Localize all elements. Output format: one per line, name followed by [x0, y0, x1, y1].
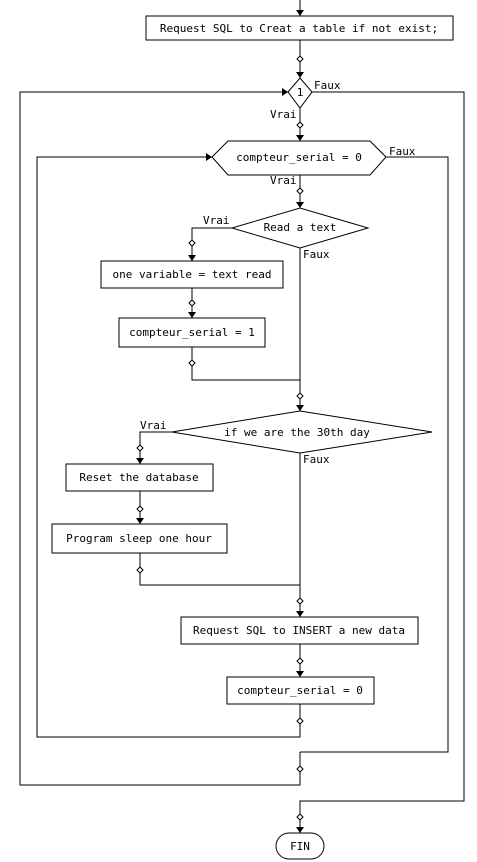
- node-label: compteur_serial = 0: [237, 684, 363, 697]
- arrowhead: [188, 255, 196, 261]
- node-compteur-one: compteur_serial = 1: [118, 317, 266, 348]
- connector-loop-faux-exit: [299, 91, 465, 833]
- arrowhead: [296, 611, 304, 617]
- node-label: Request SQL to Creat a table if not exis…: [160, 22, 438, 35]
- node-label: Reset the database: [79, 471, 198, 484]
- junction-dot: [296, 657, 304, 665]
- arrowhead: [296, 202, 304, 208]
- node-label: FIN: [290, 840, 310, 853]
- arrowhead: [136, 518, 144, 524]
- branch-label-faux: Faux: [303, 453, 330, 466]
- arrowhead: [188, 312, 196, 318]
- node-sleep-hour: Program sleep one hour: [51, 523, 228, 554]
- terminal-pill: [275, 832, 325, 860]
- branch-labels: Faux Vrai Faux Vrai Vrai Faux Vrai Faux: [140, 79, 416, 466]
- connector-sleep-merge: [139, 553, 300, 586]
- junction-dot: [136, 505, 144, 513]
- node-reset-db: Reset the database: [65, 463, 214, 492]
- connector-outer-loop-back: [19, 91, 301, 786]
- node-request-create: Request SQL to Creat a table if not exis…: [145, 15, 454, 41]
- node-label: if we are the 30th day: [224, 426, 370, 439]
- node-label: compteur_serial = 1: [129, 326, 255, 339]
- loop-hexagon: [287, 77, 313, 109]
- junction-dot: [296, 813, 304, 821]
- node-box: [180, 616, 419, 645]
- junction-dot: [296, 765, 304, 773]
- branch-label-faux: Faux: [389, 145, 416, 158]
- branch-label-faux: Faux: [314, 79, 341, 92]
- arrowhead: [296, 405, 304, 411]
- junction-dot: [296, 717, 304, 725]
- node-label: 1: [297, 86, 304, 99]
- arrowhead: [296, 135, 304, 141]
- connector-30th-vrai: [139, 431, 172, 464]
- junction-dots: [136, 55, 304, 821]
- arrowheads: [136, 10, 304, 833]
- node-loop-one: 1: [287, 77, 313, 109]
- connector-c1-merge: [191, 347, 300, 381]
- connector-compteur-faux-exit: [300, 156, 449, 753]
- node-read-text: Read a text: [230, 207, 370, 249]
- node-insert-data: Request SQL to INSERT a new data: [180, 616, 419, 645]
- junction-dot: [188, 359, 196, 367]
- arrowhead: [206, 153, 212, 161]
- connector-read-vrai: [191, 227, 232, 261]
- junction-dot: [188, 239, 196, 247]
- branch-label-vrai: Vrai: [140, 419, 167, 432]
- node-box: [118, 317, 266, 348]
- arrowhead: [296, 72, 304, 78]
- node-label: one variable = text read: [113, 268, 272, 281]
- node-label: Program sleep one hour: [66, 532, 212, 545]
- node-one-variable: one variable = text read: [100, 260, 284, 289]
- node-fin: FIN: [275, 832, 325, 860]
- arrowhead: [282, 88, 288, 96]
- node-label: Read a text: [264, 221, 337, 234]
- arrowhead: [296, 10, 304, 16]
- junction-dot: [296, 597, 304, 605]
- node-box: [145, 15, 454, 41]
- branch-label-vrai: Vrai: [203, 214, 230, 227]
- connectors: [19, 0, 465, 833]
- node-box: [51, 523, 228, 554]
- node-thirtieth-day: if we are the 30th day: [171, 410, 433, 454]
- decision-diamond: [171, 410, 433, 454]
- junction-dot: [136, 566, 144, 574]
- junction-dot: [188, 299, 196, 307]
- connector-inner-loop-back: [36, 156, 301, 738]
- node-box: [226, 676, 375, 705]
- junction-dot: [136, 444, 144, 452]
- junction-dot: [296, 121, 304, 129]
- loop-hexagon: [211, 140, 387, 176]
- arrowhead: [296, 671, 304, 677]
- junction-dot: [296, 55, 304, 63]
- branch-label-faux: Faux: [303, 248, 330, 261]
- branch-label-vrai: Vrai: [270, 174, 297, 187]
- decision-diamond: [230, 207, 370, 249]
- node-box: [100, 260, 284, 289]
- branch-label-vrai: Vrai: [270, 108, 297, 121]
- node-label: Request SQL to INSERT a new data: [193, 624, 405, 637]
- node-box: [65, 463, 214, 492]
- junction-dot: [296, 392, 304, 400]
- arrowhead: [136, 458, 144, 464]
- arrowhead: [296, 827, 304, 833]
- junction-dot: [296, 187, 304, 195]
- node-compteur-loop: compteur_serial = 0: [211, 140, 387, 176]
- node-label: compteur_serial = 0: [236, 151, 362, 164]
- node-compteur-zero: compteur_serial = 0: [226, 676, 375, 705]
